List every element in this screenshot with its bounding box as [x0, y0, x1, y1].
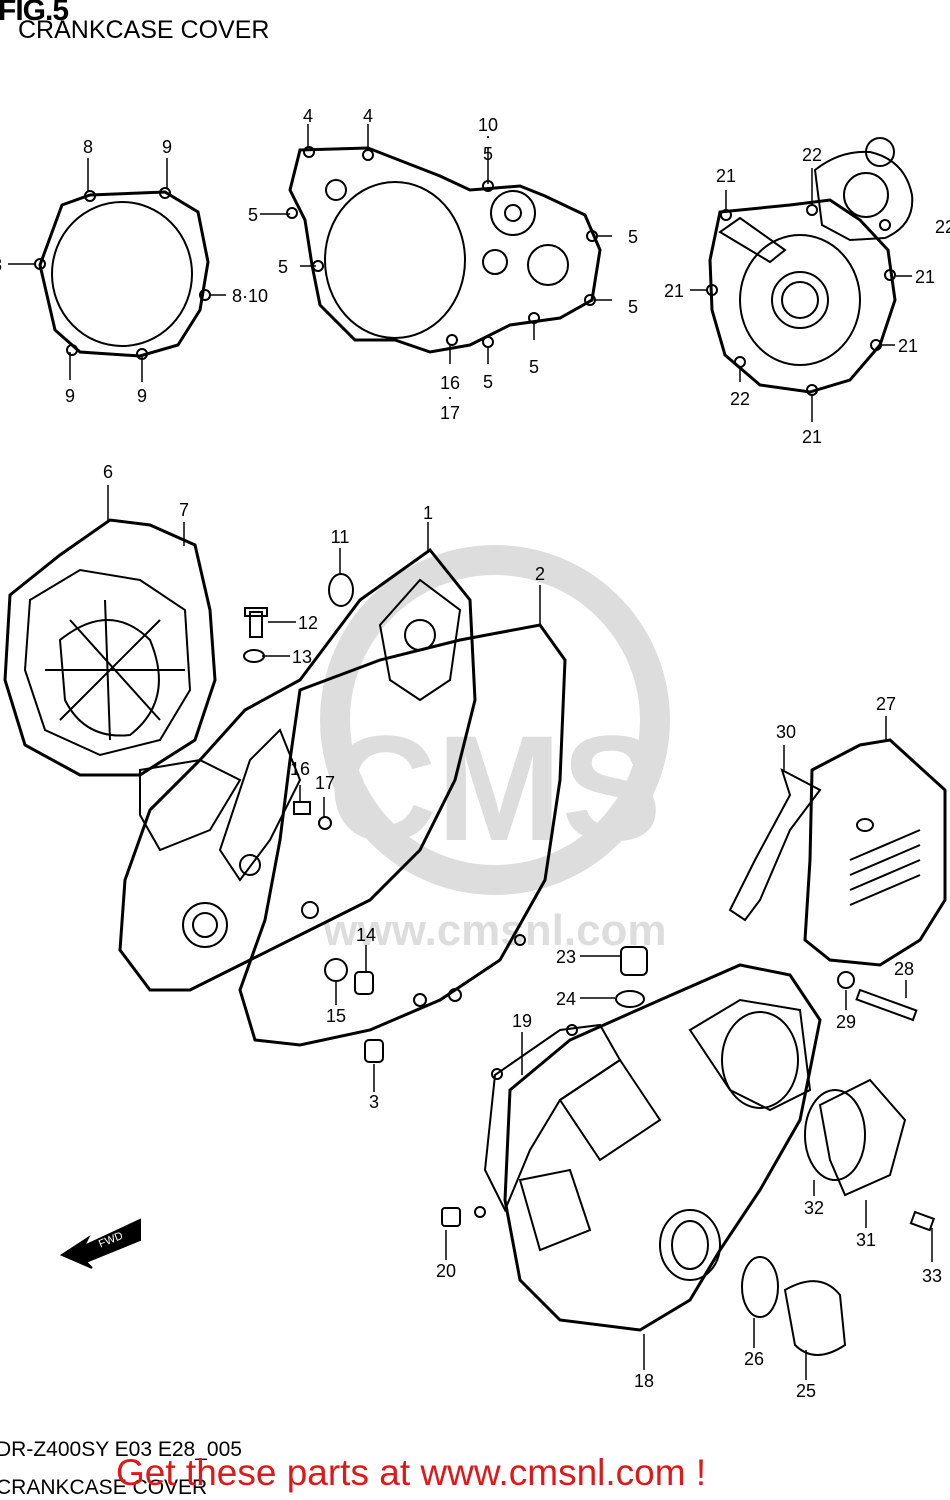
callout-9: 9: [137, 386, 147, 406]
callout-32: 32: [804, 1198, 824, 1218]
callout-26: 26: [744, 1349, 764, 1369]
callout-5: 5: [278, 257, 288, 277]
footer-caption: CRANKCASE COVER: [0, 1476, 208, 1499]
callout-7: 7: [179, 500, 189, 520]
callout-21: 21: [915, 267, 935, 287]
callout-22: 22: [730, 389, 750, 409]
crankcase-cover-gasket: [286, 146, 602, 354]
callout-5: 5: [529, 357, 539, 377]
callout-6: 6: [103, 462, 113, 482]
crankcase-cover: [118, 547, 477, 992]
callout-12: 12: [298, 613, 318, 633]
callout-22: 22: [935, 217, 950, 237]
callout-separator-dot: ·: [447, 387, 453, 407]
callout-5: 5: [483, 372, 493, 392]
callout-8: 8: [83, 137, 93, 157]
callout-21: 21: [664, 281, 684, 301]
callout-27: 27: [876, 694, 896, 714]
clutch-cover: [3, 518, 217, 777]
forward-direction-arrow: FWD: [59, 1218, 141, 1269]
callout-numbers: 4 4 10 · 5 8 9 5 5 5 5 5 5 16 · 17 8 8·1…: [0, 106, 950, 1401]
callout-leaders: [8, 124, 933, 1380]
callout-22: 22: [802, 145, 822, 165]
callout-19: 19: [512, 1011, 532, 1031]
callout-15: 15: [326, 1006, 346, 1026]
promo-link[interactable]: Get these parts at www.cmsnl.com !: [116, 1452, 707, 1493]
callout-16: 16: [290, 759, 310, 779]
watermark-brand: CMS: [328, 704, 661, 872]
model-code: DR-Z400SY E03 E28_005: [0, 1438, 242, 1461]
clutch-cover-gasket: [34, 187, 211, 360]
callout-29: 29: [836, 1012, 856, 1032]
callout-9: 9: [162, 137, 172, 157]
callout-3: 3: [369, 1092, 379, 1112]
callout-8: 8: [0, 255, 2, 275]
callout-33: 33: [922, 1266, 942, 1286]
figure-number: FIG.5: [0, 0, 69, 27]
cms-watermark-logo: CMS www.cmsnl.com: [320, 545, 670, 955]
callout-4: 4: [363, 106, 373, 126]
callout-21: 21: [898, 336, 918, 356]
callout-5: 5: [483, 144, 493, 164]
callout-31: 31: [856, 1230, 876, 1250]
callout-14: 14: [356, 925, 376, 945]
crankcase-gasket-large: [238, 623, 567, 1047]
small-fasteners-center: [243, 573, 384, 1063]
small-fasteners-right: [837, 971, 936, 1232]
callout-13: 13: [292, 647, 312, 667]
callout-30: 30: [776, 722, 796, 742]
callout-1: 1: [423, 503, 433, 523]
callout-5: 5: [628, 297, 638, 317]
callout-2: 2: [535, 564, 545, 584]
callout-17: 17: [315, 773, 335, 793]
callout-9: 9: [65, 386, 75, 406]
callout-16: 16: [440, 373, 460, 393]
watermark-url: www.cmsnl.com: [322, 906, 666, 955]
callout-separator-dot: ·: [485, 126, 491, 146]
callout-20: 20: [436, 1261, 456, 1281]
figure-subtitle: CRANKCASE COVER: [18, 16, 270, 44]
callout-28: 28: [894, 959, 914, 979]
magneto-cover-gasket-outline: [474, 1023, 622, 1218]
callout-24: 24: [556, 989, 576, 1009]
callout-25: 25: [796, 1381, 816, 1401]
engine-sprocket-cover: [803, 738, 947, 967]
magneto-cover-gasket: [706, 137, 914, 396]
sprocket-cover-bracket: [728, 767, 822, 922]
callout-17: 17: [440, 403, 460, 423]
plugs-and-caps: [441, 946, 907, 1356]
magneto-cover: [503, 963, 822, 1332]
callout-21: 21: [716, 166, 736, 186]
callout-5: 5: [628, 227, 638, 247]
callout-4: 4: [303, 106, 313, 126]
callout-5: 5: [248, 205, 258, 225]
callout-11: 11: [331, 527, 350, 547]
callout-18: 18: [634, 1371, 654, 1391]
callout-10: 10: [478, 115, 498, 135]
callout-21: 21: [802, 427, 822, 447]
callout-23: 23: [556, 947, 576, 967]
callout-8-10: 8·10: [232, 286, 268, 306]
